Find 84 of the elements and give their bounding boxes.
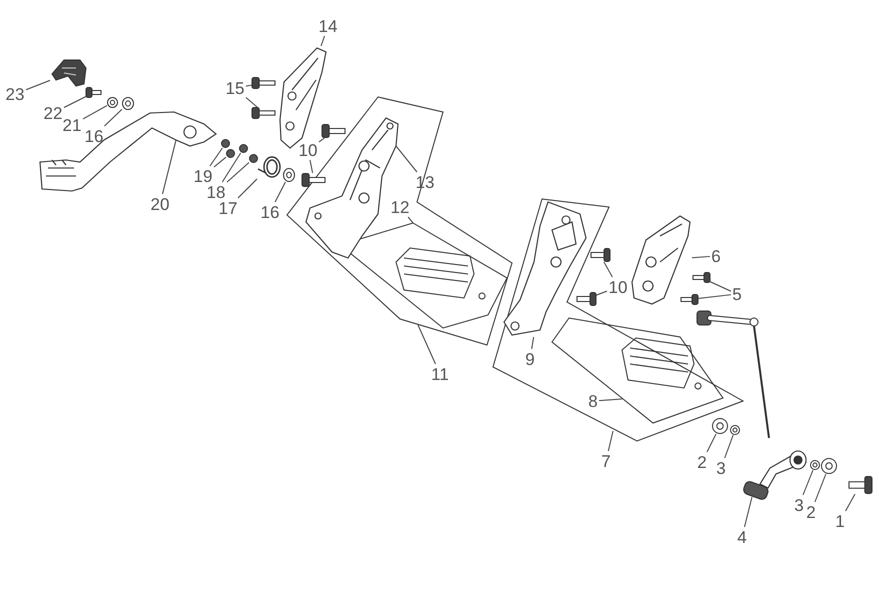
- leader-line: [598, 398, 622, 402]
- bolt-drawing: [590, 248, 610, 262]
- callout-number: 14: [317, 16, 339, 36]
- bolt-drawing: [692, 272, 710, 283]
- leader-line: [246, 96, 258, 108]
- leader-line: [408, 216, 414, 224]
- callout-number: 5: [731, 284, 743, 304]
- leader-line: [724, 434, 734, 458]
- leader-line: [214, 156, 226, 168]
- leader-line: [318, 138, 325, 142]
- leader-line: [209, 148, 223, 166]
- leader-line: [706, 434, 716, 452]
- callout-number: 15: [224, 78, 246, 98]
- leader-line: [246, 84, 252, 87]
- callout-number: 2: [805, 502, 817, 522]
- callout-number: 4: [736, 527, 748, 547]
- callout-number: 21: [61, 115, 83, 135]
- assembly-outline: [493, 199, 743, 441]
- bolt-drawing: [680, 294, 698, 305]
- callout-number: 11: [429, 364, 451, 384]
- callout-number: 1: [834, 511, 846, 531]
- washer-drawing: [712, 418, 728, 434]
- leader-line: [162, 140, 176, 194]
- nut-drawing: [249, 154, 258, 163]
- bolt-drawing: [322, 124, 346, 138]
- callout-number: 12: [389, 197, 411, 217]
- leader-line: [845, 494, 856, 512]
- callout-number: 16: [259, 202, 281, 222]
- nut-drawing: [226, 149, 235, 158]
- leader-line: [238, 178, 258, 198]
- leader-line: [64, 96, 86, 108]
- leader-line: [320, 36, 326, 46]
- callout-number: 10: [297, 140, 319, 160]
- assembly-outline: [552, 318, 723, 423]
- leader-line: [226, 162, 250, 183]
- bolt-drawing: [848, 476, 872, 494]
- leader-line: [222, 152, 242, 182]
- leader-line: [710, 281, 732, 292]
- leader-line: [814, 474, 826, 502]
- assembly-outline: [287, 97, 512, 345]
- heel-guard-drawing: [630, 214, 692, 306]
- leader-line: [698, 294, 732, 299]
- washer-drawing: [730, 425, 740, 435]
- callout-number: 22: [42, 103, 64, 123]
- bolt-drawing: [302, 173, 326, 187]
- nut-drawing: [239, 144, 248, 153]
- callout-number: 16: [83, 126, 105, 146]
- leader-line: [310, 160, 314, 174]
- callout-number: 7: [600, 451, 612, 471]
- callout-number: 2: [696, 452, 708, 472]
- callout-number: 9: [524, 349, 536, 369]
- leader-line: [802, 470, 814, 496]
- callout-number: 20: [149, 194, 171, 214]
- leader-line: [603, 262, 613, 278]
- bolt-drawing: [86, 87, 102, 98]
- leader-line: [596, 290, 608, 296]
- bracket-drawing: [502, 200, 588, 337]
- leader-line: [396, 146, 418, 172]
- washer-drawing: [821, 458, 837, 474]
- bolt-drawing: [252, 77, 276, 89]
- leader-line: [274, 182, 286, 202]
- callout-number: 8: [587, 391, 599, 411]
- washer-drawing: [810, 460, 820, 470]
- leader-line: [418, 324, 436, 364]
- callout-number: 6: [710, 246, 722, 266]
- callout-number: 3: [793, 495, 805, 515]
- leader-line: [608, 430, 614, 452]
- leader-line: [82, 105, 108, 120]
- leader-line: [104, 108, 122, 126]
- washer-drawing: [122, 97, 134, 110]
- washer-drawing: [107, 97, 118, 108]
- washer-drawing: [283, 168, 295, 182]
- leader-line: [744, 496, 752, 528]
- callout-number: 3: [715, 458, 727, 478]
- bolt-drawing: [252, 107, 276, 119]
- leader-line: [26, 80, 50, 90]
- spring-drawing: [257, 155, 281, 179]
- nut-drawing: [221, 139, 230, 148]
- callout-number: 23: [4, 84, 26, 104]
- callout-number: 10: [607, 277, 629, 297]
- bolt-drawing: [576, 292, 596, 306]
- leader-line: [692, 256, 710, 258]
- leader-line: [531, 336, 534, 350]
- pedal-pad-drawing: [50, 58, 88, 88]
